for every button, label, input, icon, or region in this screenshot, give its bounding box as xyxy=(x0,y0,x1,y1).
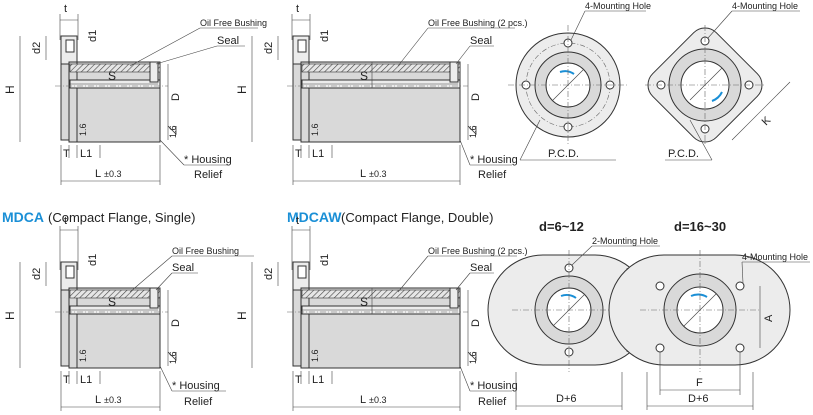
label-tol-2: ±0.3 xyxy=(369,169,386,179)
label-tol-4: ±0.3 xyxy=(369,395,386,405)
label-T-4: T xyxy=(295,374,302,386)
label-D6-2: D+6 xyxy=(688,393,709,405)
size-range-small: d=6~12 xyxy=(539,219,584,234)
label-L-3: L xyxy=(95,394,101,406)
label-L1-4: L1 xyxy=(312,374,324,386)
label-d2-3: d2 xyxy=(31,268,43,280)
roughness-1: 1.6 xyxy=(78,123,88,136)
side-view-single-top: t d1 d2 S D H Oil Free Bushing Seal xyxy=(3,3,267,185)
size-range-large: d=16~30 xyxy=(674,219,726,234)
section-title-mdcaw: MDCAW (Compact Flange, Double) xyxy=(287,209,493,225)
label-oil-free-3: Oil Free Bushing xyxy=(172,246,239,256)
front-view-four-hole: 4-Mounting Hole A F D+6 xyxy=(608,250,810,410)
label-L1: L1 xyxy=(80,148,92,160)
label-pcd: P.C.D. xyxy=(548,148,579,160)
label-S: S xyxy=(108,69,116,83)
label-t-3: t xyxy=(64,215,67,227)
label-A-2: A xyxy=(763,314,775,322)
side-view-double-top: t d1 d2 S D H Oil Free Bushing (2 pcs.) … xyxy=(235,3,528,185)
label-t-2: t xyxy=(296,3,299,15)
label-d1-2: d1 xyxy=(319,30,331,42)
side-view-double-bottom: t d1 d2 S D H Oil Free Bushing (2 pcs.) … xyxy=(235,215,528,411)
label-relief-3: Relief xyxy=(184,396,213,408)
front-view-round-flange: 4-Mounting Hole P.C.D. xyxy=(508,1,651,161)
label-L: L xyxy=(95,168,101,180)
label-D-3: D xyxy=(170,319,182,327)
title-code-mdca: MDCA xyxy=(2,209,44,225)
label-oil-free-2: Oil Free Bushing (2 pcs.) xyxy=(428,18,528,28)
label-seal: Seal xyxy=(217,35,239,47)
label-S-4: S xyxy=(360,295,368,309)
label-seal-2: Seal xyxy=(470,35,492,47)
label-K: K xyxy=(760,114,774,128)
label-H-4: H xyxy=(235,311,249,320)
roughness-8: 1.6 xyxy=(468,351,478,364)
label-tol-3: ±0.3 xyxy=(104,395,121,405)
label-housing-3: * Housing xyxy=(172,380,220,392)
label-L1-3: L1 xyxy=(80,374,92,386)
label-relief-4: Relief xyxy=(478,396,507,408)
label-relief: Relief xyxy=(194,169,223,181)
label-F: F xyxy=(696,377,703,389)
section-title-mdca: MDCA (Compact Flange, Single) xyxy=(2,209,195,225)
label-D: D xyxy=(170,93,182,101)
label-T-3: T xyxy=(63,374,70,386)
roughness-5: 1.6 xyxy=(78,349,88,362)
front-view-square-flange: 4-Mounting Hole P.C.D. K xyxy=(645,1,800,161)
title-code-mdcaw: MDCAW xyxy=(287,209,342,225)
label-S-3: S xyxy=(108,295,116,309)
label-H: H xyxy=(3,85,17,94)
slot-accent-2 xyxy=(711,91,723,102)
label-seal-3: Seal xyxy=(172,262,194,274)
label-pcd-2: P.C.D. xyxy=(668,148,699,160)
label-t-4: t xyxy=(296,215,299,227)
title-desc-mdcaw: (Compact Flange, Double) xyxy=(341,210,493,225)
label-mount4-3: 4-Mounting Hole xyxy=(742,252,808,262)
roughness-6: 1.6 xyxy=(168,351,178,364)
label-d2-4: d2 xyxy=(263,268,275,280)
label-oil-free: Oil Free Bushing xyxy=(200,18,267,28)
title-desc-mdca: (Compact Flange, Single) xyxy=(48,210,195,225)
label-L1-2: L1 xyxy=(312,148,324,160)
label-tol: ±0.3 xyxy=(104,169,121,179)
slot-accent-1 xyxy=(559,70,575,75)
label-housing: * Housing xyxy=(184,154,232,166)
label-housing-2: * Housing xyxy=(470,154,518,166)
label-d2-2: d2 xyxy=(263,42,275,54)
label-seal-4: Seal xyxy=(470,262,492,274)
label-T: T xyxy=(63,148,70,160)
label-S-2: S xyxy=(360,69,368,83)
roughness-2: 1.6 xyxy=(168,125,178,138)
label-t: t xyxy=(64,3,67,15)
roughness-7: 1.6 xyxy=(310,349,320,362)
label-D6: D+6 xyxy=(556,393,577,405)
label-oil-free-4: Oil Free Bushing (2 pcs.) xyxy=(428,246,528,256)
label-d2: d2 xyxy=(31,42,43,54)
label-d1: d1 xyxy=(87,30,99,42)
side-view-single-bottom: t d1 d2 S D H Oil Free Bushing Seal T L1… xyxy=(3,215,254,411)
roughness-4: 1.6 xyxy=(468,125,478,138)
label-H-2: H xyxy=(235,85,249,94)
label-d1-3: d1 xyxy=(87,254,99,266)
label-D-2: D xyxy=(470,93,482,101)
label-mount2: 2-Mounting Hole xyxy=(592,236,658,246)
front-view-two-hole: 2-Mounting Hole A D+6 xyxy=(487,236,660,410)
label-relief-2: Relief xyxy=(478,169,507,181)
label-L-2: L xyxy=(360,168,366,180)
label-L-4: L xyxy=(360,394,366,406)
label-H-3: H xyxy=(3,311,17,320)
label-mount4-2: 4-Mounting Hole xyxy=(732,1,798,11)
label-d1-4: d1 xyxy=(319,254,331,266)
roughness-3: 1.6 xyxy=(310,123,320,136)
label-mount4: 4-Mounting Hole xyxy=(585,1,651,11)
label-housing-4: * Housing xyxy=(470,380,518,392)
label-D-4: D xyxy=(470,319,482,327)
slot-accent-4 xyxy=(690,293,708,298)
label-T-2: T xyxy=(295,148,302,160)
